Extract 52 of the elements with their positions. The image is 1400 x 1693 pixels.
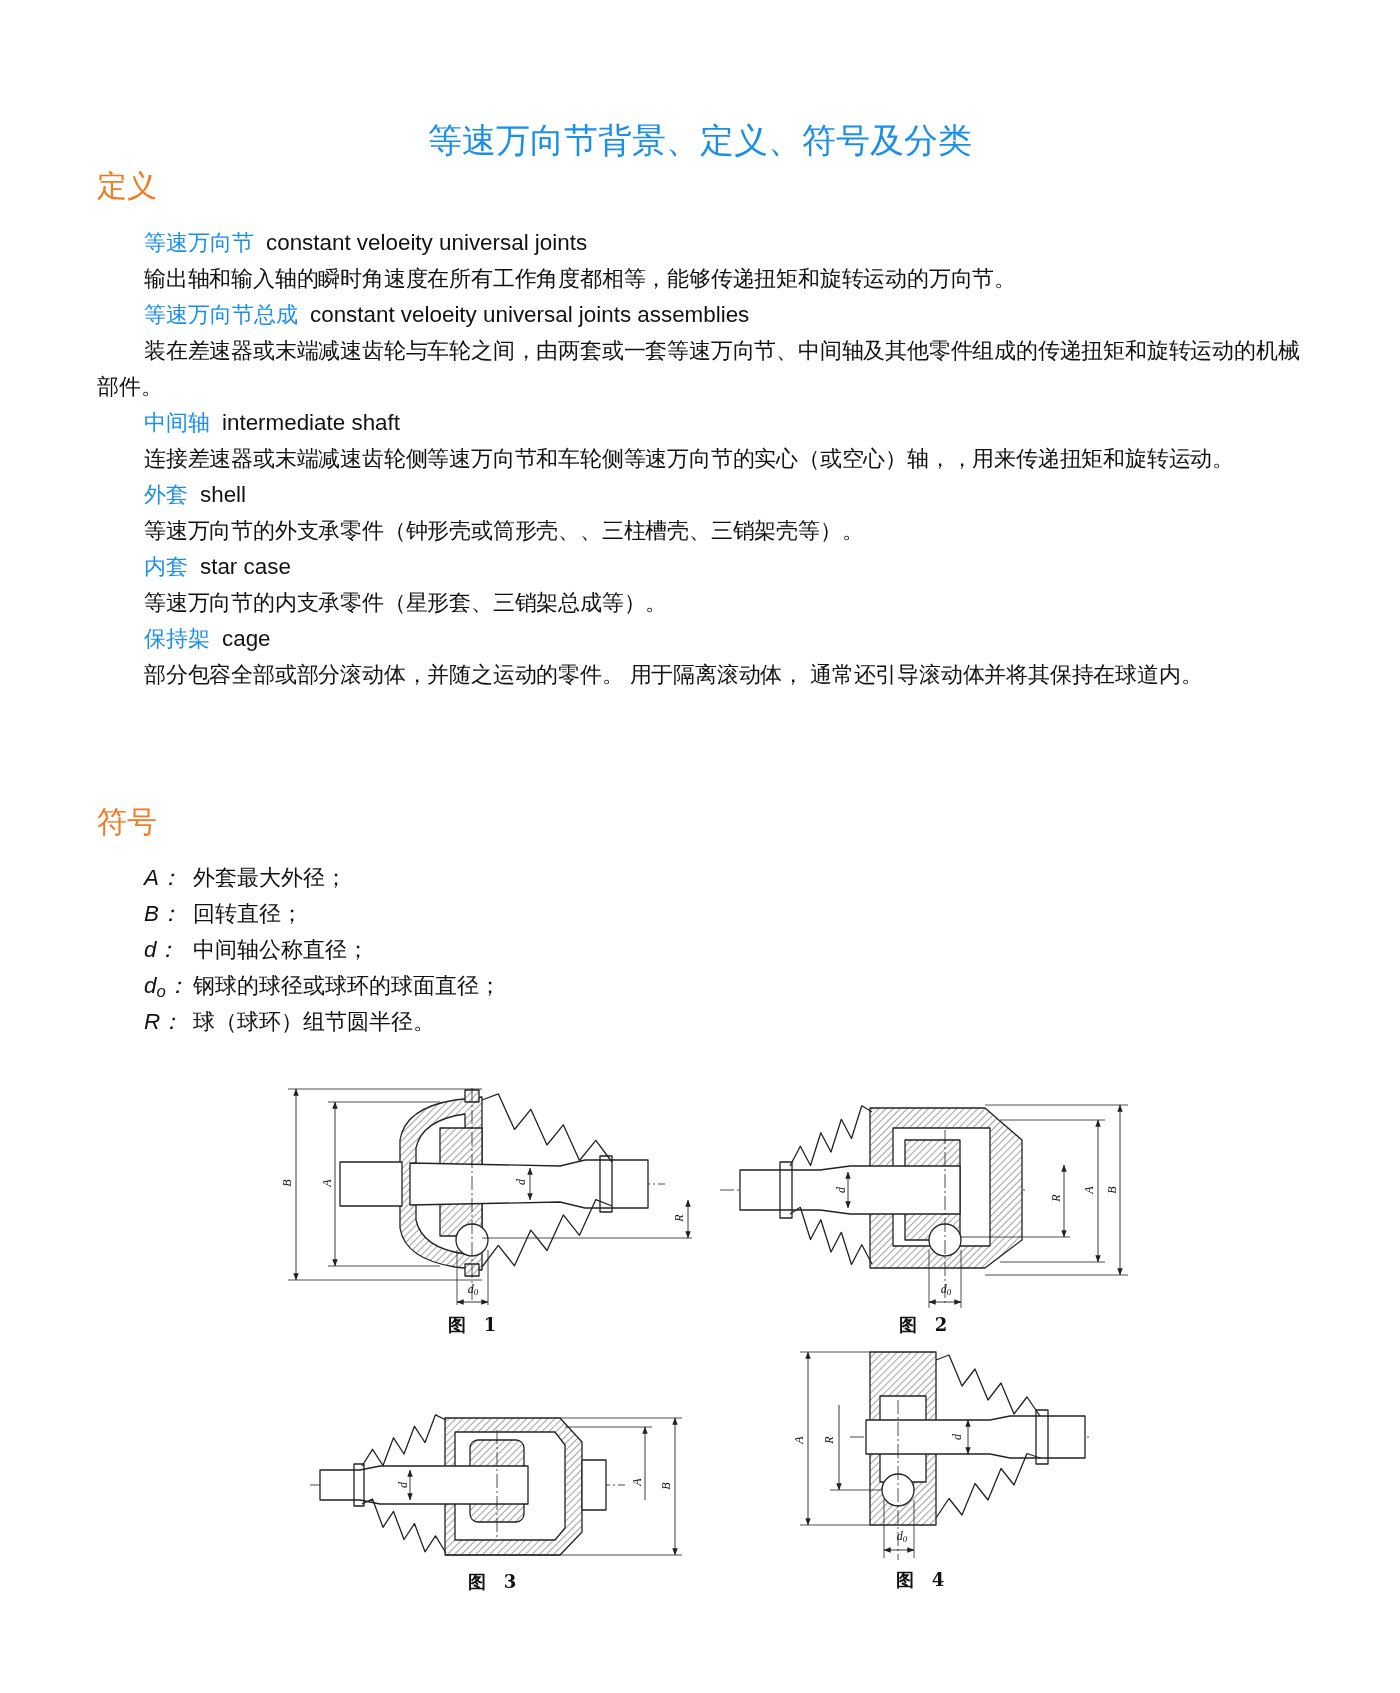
dimension-label: B [1105,1186,1119,1194]
dimension-label: B [659,1482,673,1490]
dimension-label: A [1082,1186,1096,1194]
dimension-label: A [630,1478,644,1486]
dimension-label: d [834,1187,848,1193]
section-heading: 符号 [97,804,157,840]
figure-caption: 图 1 [447,1314,497,1336]
term-chinese: 外套 [144,481,188,509]
symbol-definition: 外套最大外径； [193,864,347,892]
term-english: star case [200,553,291,581]
symbol-definition: 中间轴公称直径； [193,936,369,964]
dimension-label: d$_{0}$ [467,1282,479,1296]
term-chinese: 保持架 [144,625,210,653]
dimension-label: R [672,1214,686,1222]
dimension-label: B [280,1179,294,1187]
definition-text: 等速万向节的内支承零件（星形套、三销架总成等）。 [143,589,669,617]
section-heading: 定义 [97,168,157,204]
definition-text: 输出轴和输入轴的瞬时角速度在所有工作角度都相等，能够传递扭矩和旋转运动的万向节。 [143,265,1017,293]
term-english: constant veloeity universal joints assemblies [310,301,750,329]
symbol-definition: 回转直径； [193,900,303,928]
dimension-label: A [320,1179,334,1187]
definition-text: 连接差速器或末端减速齿轮侧等速万向节和车轮侧等速万向节的实心（或空心）轴，，用来传递扭矩和旋转运动。 [143,445,1235,473]
definition-text: 装在差速器或末端减速齿轮与车轮之间，由两套或一套等速万向节、中间轴及其他零件组成的传递扭矩和旋转运动的机械部件。 [97,337,1301,401]
dimension-label: d [950,1434,964,1440]
symbol-definition: 钢球的球径或球环的球面直径； [193,972,501,1000]
symbol: R： [144,1008,184,1036]
dimension-label: R [822,1436,836,1444]
term-english: cage [222,625,271,653]
dimension-label: A [792,1436,806,1444]
symbol: d$_{o}$： [144,972,189,1004]
figure-caption: 图 2 [898,1314,948,1336]
dimension-label: d [514,1179,528,1185]
term-chinese: 等速万向节总成 [144,301,298,329]
term-chinese: 等速万向节 [144,229,254,257]
symbol: B： [144,900,182,928]
term-chinese: 内套 [144,553,188,581]
symbol: A： [144,864,182,892]
dimension-label: d$_{0}$ [940,1282,952,1296]
dimension-label: d [396,1482,410,1488]
symbol: d： [144,936,180,964]
definition-text: 部分包容全部或部分滚动体，并随之运动的零件。 用于隔离滚动体， 通常还引导滚动体并将其保持在球道内。 [143,661,1204,689]
term-english: constant veloeity universal joints [266,229,588,257]
dimension-label: d$_{0}$ [896,1529,908,1543]
term-english: intermediate shaft [222,409,400,437]
dimension-label: R [1049,1194,1063,1202]
term-chinese: 中间轴 [144,409,210,437]
page-title: 等速万向节背景、定义、符号及分类 [428,120,972,161]
symbol-definition: 球（球环）组节圆半径。 [193,1008,435,1036]
term-english: shell [200,481,247,509]
definition-text: 等速万向节的外支承零件（钟形壳或筒形壳、、三柱槽壳、三销架壳等）。 [143,517,865,545]
figure-caption: 图 4 [895,1569,945,1591]
figure-caption: 图 3 [467,1571,517,1593]
